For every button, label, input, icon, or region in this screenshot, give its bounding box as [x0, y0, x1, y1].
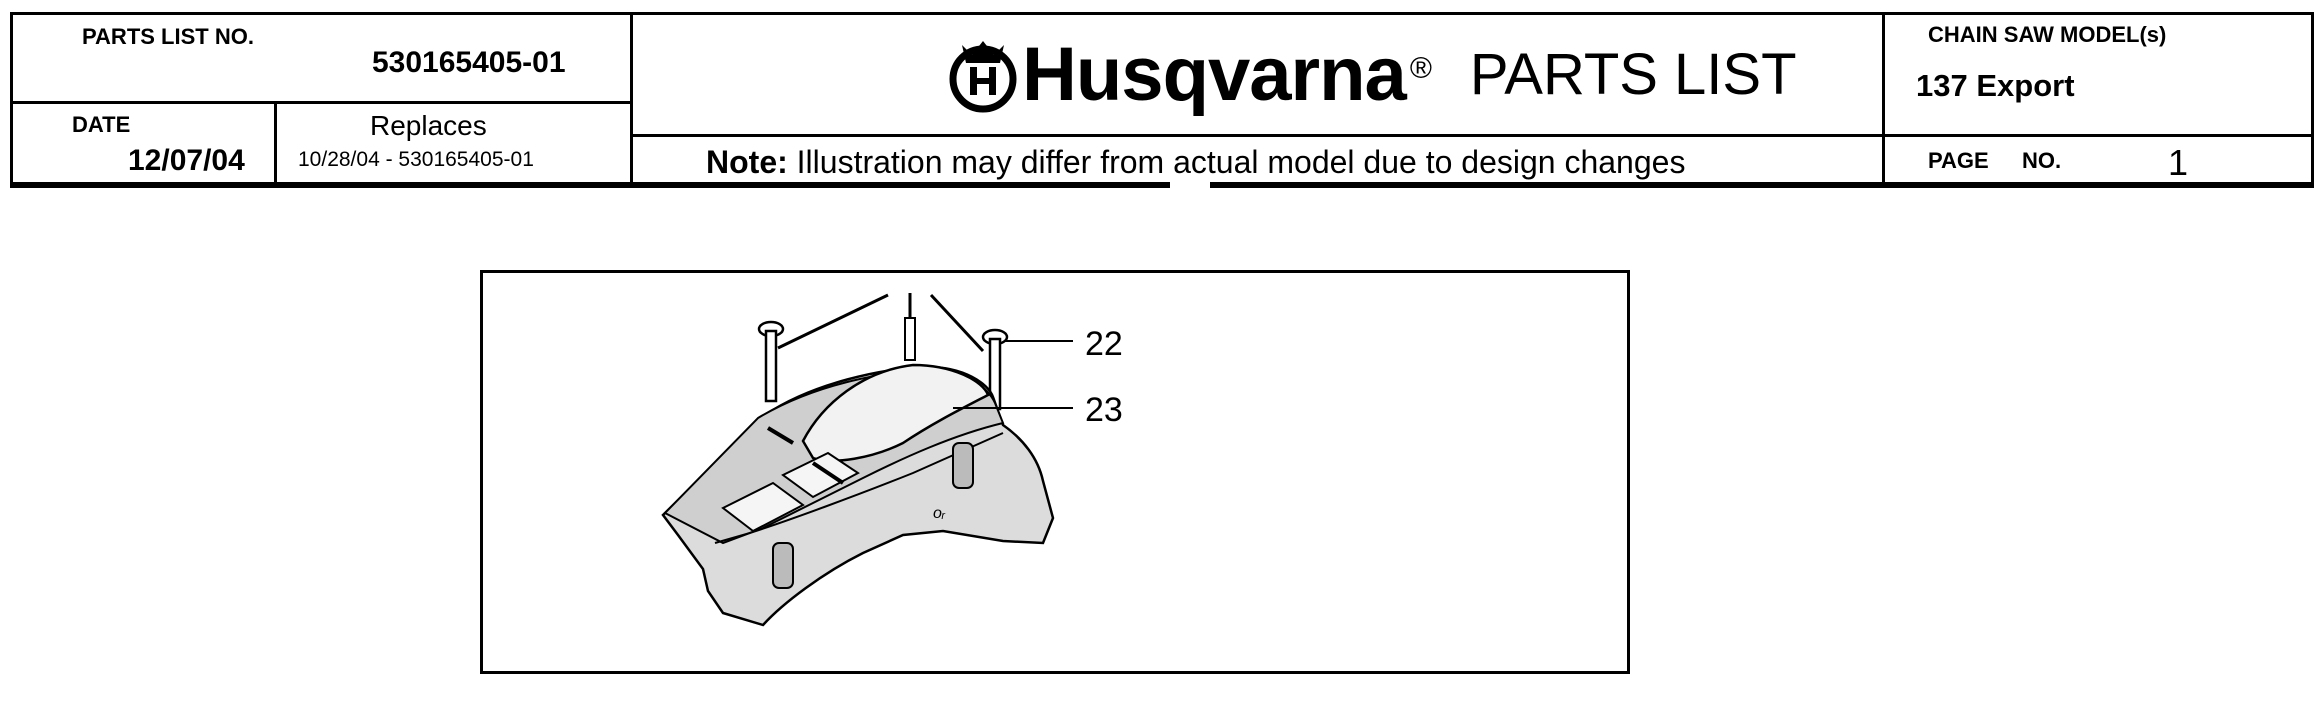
illustration-frame: oᵣ 22 23	[480, 270, 1630, 674]
note-text: Illustration may differ from actual mode…	[796, 144, 1686, 180]
doc-title: PARTS LIST	[1469, 42, 1797, 107]
replaces-label: Replaces	[370, 110, 487, 141]
svg-text:oᵣ: oᵣ	[933, 505, 946, 522]
model-label: CHAIN SAW MODEL(s)	[1928, 22, 2167, 47]
header-hsep-right	[1882, 134, 2312, 137]
cylinder-cover-diagram: oᵣ	[661, 293, 1073, 627]
header-right-border	[2311, 12, 2314, 185]
cylinder-cover: oᵣ	[661, 363, 1055, 627]
brand-name: Husqvarna	[1022, 32, 1407, 117]
page-label: PAGE	[1928, 148, 1989, 173]
date-label: DATE	[72, 112, 131, 137]
parts-list-no-label: PARTS LIST NO.	[82, 24, 254, 49]
page-no-label: NO.	[2022, 148, 2062, 173]
husqvarna-logo: Husqvarna ® PARTS LIST	[948, 32, 1797, 118]
header-top-border	[10, 12, 2314, 15]
header-left-border	[10, 12, 13, 185]
callout-22: 22	[1085, 325, 1123, 363]
callout-23: 23	[1085, 391, 1123, 429]
header-sep-right	[1882, 12, 1885, 185]
header-bottom-rule-right	[1210, 182, 2314, 188]
husqvarna-crown-icon	[949, 41, 1017, 113]
parts-list-no-value: 530165405-01	[372, 46, 566, 79]
header-hsep-center	[630, 134, 1884, 137]
date-value: 12/07/04	[128, 144, 245, 177]
note-line: Note: Illustration may differ from actua…	[706, 144, 1685, 181]
header-bottom-rule-left	[10, 182, 1170, 188]
header-sep-date	[274, 101, 277, 185]
header-hsep-left	[10, 101, 632, 104]
note-label: Note:	[706, 144, 788, 180]
brand-registered-mark: ®	[1409, 52, 1432, 85]
header-sep-left	[630, 12, 633, 185]
screw-left	[757, 320, 785, 403]
page-value: 1	[2168, 142, 2189, 183]
replaces-value: 10/28/04 - 530165405-01	[298, 148, 534, 171]
model-value: 137 Export	[1916, 68, 2075, 103]
